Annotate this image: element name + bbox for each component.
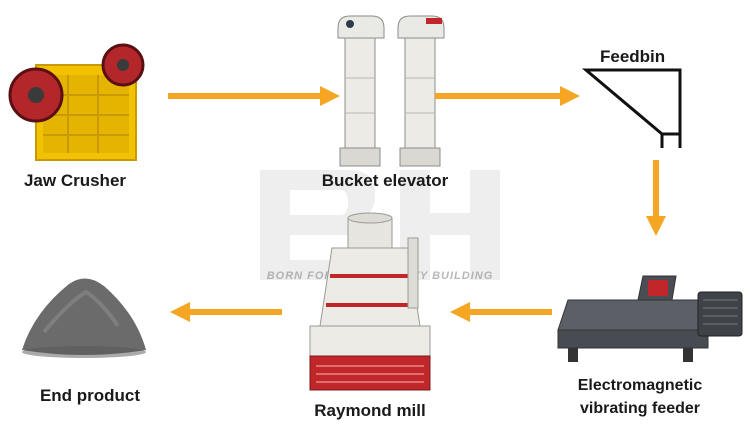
raymond-mill-image — [290, 208, 450, 393]
bucket-elevator-label: Bucket elevator — [321, 171, 449, 190]
feedbin-label: Feedbin — [600, 47, 666, 66]
arrow-feedbin-to-feeder — [646, 160, 666, 236]
raymond-mill-label: Raymond mill — [314, 401, 426, 420]
end-product-image — [14, 262, 154, 362]
vibrating-feeder-image — [548, 270, 746, 365]
end-product-label: End product — [39, 386, 141, 405]
jaw-crusher-image — [8, 35, 148, 165]
arrow-jaw-to-elevator — [168, 86, 340, 106]
feedbin-diagram — [578, 64, 698, 154]
arrow-elevator-to-feedbin — [435, 86, 580, 106]
vibrating-feeder-label-line2: vibrating feeder — [579, 400, 701, 417]
arrow-feeder-to-mill — [450, 302, 552, 322]
vibrating-feeder-label-line1: Electromagnetic — [577, 377, 703, 394]
jaw-crusher-label: Jaw Crusher — [23, 171, 127, 190]
arrow-mill-to-end-product — [170, 302, 282, 322]
bucket-elevator-image — [330, 8, 455, 168]
